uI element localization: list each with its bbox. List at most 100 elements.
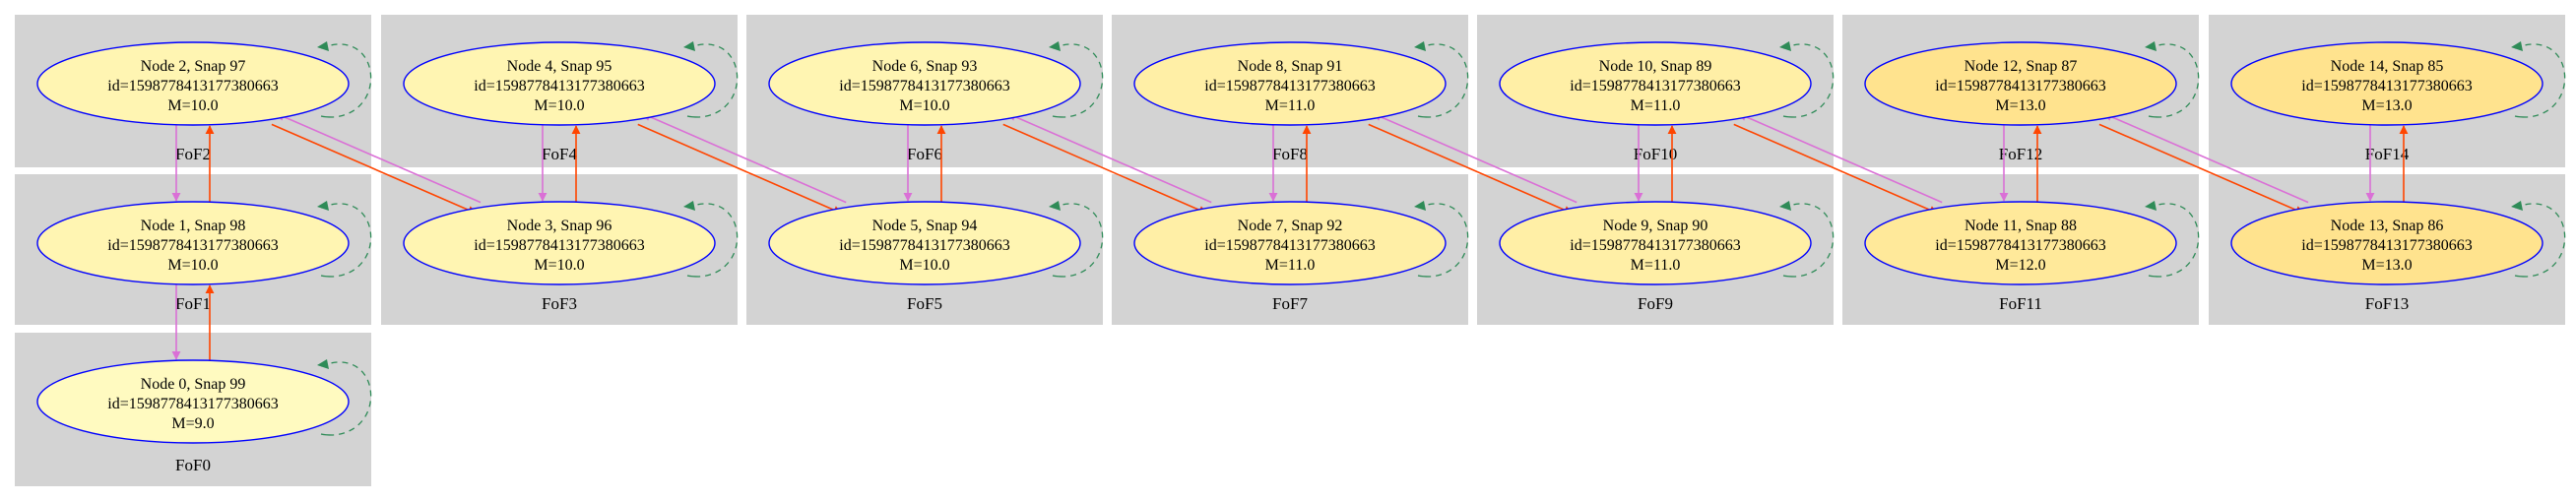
self-loop-tail	[1417, 115, 1431, 118]
self-loop-tail	[1052, 275, 1065, 278]
node-9[interactable]: Node 9, Snap 90 id=1598778413177380663M=1…	[1499, 201, 1835, 285]
edge-10-11	[1733, 112, 1943, 215]
node-title: Node 13, Snap 86	[2331, 218, 2444, 234]
node-id-text: id=1598778413177380663	[1570, 78, 1740, 94]
progenitor-arrow	[637, 123, 843, 215]
node-mass: M=9.0	[171, 415, 214, 432]
edge-3-4	[538, 125, 581, 202]
cluster-label: FoF13	[2365, 294, 2409, 313]
self-loop-tail	[2514, 115, 2528, 118]
node-title: Node 3, Snap 96	[507, 218, 612, 234]
self-loop-arrowhead	[2511, 201, 2523, 211]
node-id-text: id=1598778413177380663	[1935, 78, 2105, 94]
edge-11-12	[1999, 125, 2042, 202]
node-id-text: id=1598778413177380663	[839, 78, 1009, 94]
node-ellipse	[1133, 41, 1447, 126]
self-loop-arrowhead	[317, 359, 329, 369]
node-1[interactable]: Node 1, Snap 98id=1598778413177380663M=1…	[36, 201, 372, 285]
node-mass: M=10.0	[167, 257, 218, 274]
self-loop-arrowhead	[683, 41, 695, 51]
node-id-text: id=1598778413177380663	[474, 78, 644, 94]
node-ellipse	[1864, 201, 2177, 285]
edge-2-3	[271, 112, 482, 215]
self-loop-edge	[1052, 43, 1104, 118]
node-title: Node 0, Snap 99	[141, 376, 246, 393]
cluster-label: FoF4	[542, 145, 577, 163]
node-ellipse	[36, 359, 350, 444]
cluster-label: FoF5	[907, 294, 942, 313]
node-id-text: id=1598778413177380663	[474, 237, 644, 254]
node-id-text: id=1598778413177380663	[1204, 237, 1375, 254]
node-7[interactable]: Node 7, Snap 92id=1598778413177380663M=1…	[1133, 201, 1469, 285]
node-mass: M=10.0	[899, 257, 949, 274]
descendant-arrow	[1006, 112, 1212, 204]
node-mass: M=11.0	[1265, 97, 1316, 114]
node-4[interactable]: Node 4, Snap 95id=1598778413177380663M=1…	[403, 41, 739, 126]
edge-13-14	[2365, 125, 2409, 202]
node-title: Node 8, Snap 91	[1238, 58, 1343, 75]
self-loop-tail	[320, 115, 334, 118]
node-mass: M=11.0	[1265, 257, 1316, 274]
edges-layer	[171, 112, 2409, 360]
node-8[interactable]: Node 8, Snap 91id=1598778413177380663M=1…	[1133, 41, 1469, 126]
node-mass: M=11.0	[1631, 257, 1681, 274]
node-ellipse	[768, 41, 1081, 126]
node-5[interactable]: Node 5, Snap 94 id=1598778413177380663M=1…	[768, 201, 1104, 285]
cluster-label: FoF8	[1272, 145, 1308, 163]
node-6[interactable]: Node 6, Snap 93id=1598778413177380663M=1…	[768, 41, 1104, 126]
self-loop-edge	[686, 203, 739, 278]
node-title: Node 9, Snap 90	[1603, 218, 1708, 234]
self-loop-tail	[1417, 275, 1431, 278]
cluster-label: FoF7	[1272, 294, 1308, 313]
self-loop-edge	[320, 43, 372, 118]
self-loop-arrowhead	[1049, 201, 1061, 211]
node-ellipse	[1864, 41, 2177, 126]
node-11[interactable]: Node 11, Snap 88id=1598778413177380663M=…	[1864, 201, 2200, 285]
self-loop-tail	[320, 275, 334, 278]
edge-5-6	[903, 125, 946, 202]
node-mass: M=10.0	[167, 97, 218, 114]
node-title: Node 1, Snap 98	[141, 218, 246, 234]
self-loop-tail	[2148, 275, 2161, 278]
self-loop-edge	[2514, 203, 2566, 278]
edge-1-2	[171, 125, 215, 202]
node-2[interactable]: Node 2, Snap 97id=1598778413177380663M=1…	[36, 41, 372, 126]
cluster-label: FoF12	[1999, 145, 2042, 163]
node-mass: M=13.0	[2361, 257, 2412, 274]
descendant-arrow	[1737, 112, 1943, 204]
self-loop-edge	[2148, 203, 2200, 278]
node-3[interactable]: Node 3, Snap 96 id=1598778413177380663M=1…	[403, 201, 739, 285]
node-ellipse	[403, 41, 716, 126]
progenitor-arrow	[1002, 123, 1208, 215]
node-id-text: id=1598778413177380663	[1570, 237, 1740, 254]
edge-7-8	[1268, 125, 1312, 202]
node-ellipse	[36, 201, 350, 285]
self-loop-tail	[1782, 275, 1796, 278]
node-ellipse	[2230, 201, 2544, 285]
node-mass: M=10.0	[534, 257, 584, 274]
self-loop-tail	[2148, 115, 2161, 118]
node-12[interactable]: Node 12, Snap 87id=1598778413177380663M=…	[1864, 41, 2200, 126]
node-ellipse	[403, 201, 716, 285]
node-10[interactable]: Node 10, Snap 89id=1598778413177380663M=…	[1499, 41, 1835, 126]
self-loop-edge	[1782, 43, 1835, 118]
self-loop-tail	[2514, 275, 2528, 278]
node-mass: M=13.0	[2361, 97, 2412, 114]
node-title: Node 11, Snap 88	[1964, 218, 2077, 234]
node-0[interactable]: Node 0, Snap 99id=1598778413177380663M=9…	[36, 359, 372, 444]
cluster-label: FoF3	[542, 294, 577, 313]
self-loop-arrowhead	[2145, 201, 2157, 211]
node-13[interactable]: Node 13, Snap 86id=1598778413177380663M=…	[2230, 201, 2566, 285]
self-loop-tail	[686, 275, 700, 278]
self-loop-arrowhead	[1779, 41, 1791, 51]
node-title: Node 14, Snap 85	[2331, 58, 2444, 75]
node-title: Node 5, Snap 94	[872, 218, 978, 234]
node-ellipse	[768, 201, 1081, 285]
node-id-text: id=1598778413177380663	[2301, 78, 2472, 94]
node-id-text: id=1598778413177380663	[839, 237, 1009, 254]
cluster-label: FoF1	[175, 294, 211, 313]
descendant-arrow	[641, 112, 847, 204]
self-loop-tail	[686, 115, 700, 118]
node-14[interactable]: Node 14, Snap 85 id=1598778413177380663M=…	[2230, 41, 2566, 126]
node-id-text: id=1598778413177380663	[107, 78, 278, 94]
